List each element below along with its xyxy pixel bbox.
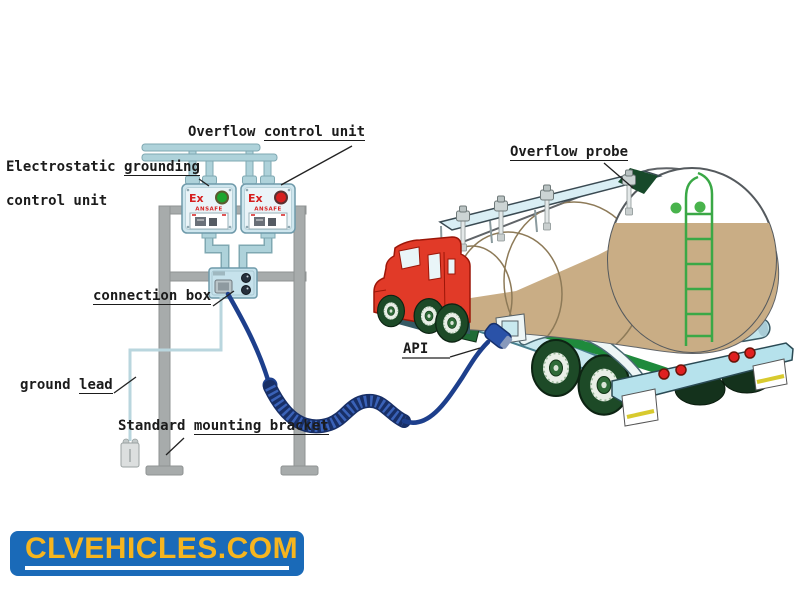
tail-lights [658,347,756,380]
status-led-green [215,190,229,205]
label-text-underlined: mounting bracket [193,418,329,435]
leader-ground-lead [113,376,137,394]
brand-text: ANSAFE [195,207,223,213]
ground-clamp [120,438,140,468]
leader-connection-box [212,290,235,307]
leader-overflow-probe [603,162,634,189]
sleeper-window [447,258,456,275]
api-coupler [484,313,527,349]
box-port [241,285,251,295]
label-text: Standard [118,418,194,434]
label-overflow-control-unit: Overflow control unit [188,124,366,141]
tank-green-dot [670,202,682,214]
label-text-underlined: grounding [124,159,200,176]
label-text: Overflow [188,124,264,140]
label-overflow-probe: Overflow probe [510,144,629,161]
leader-api [449,347,481,358]
label-text: control unit [6,193,108,209]
coil-base [263,380,411,434]
label-electrostatic-grounding-line2: control unit [6,193,107,209]
status-led-red [274,190,288,205]
pipe-drop [245,146,254,179]
label-text: Electrostatic [6,159,125,175]
label-text: ground [20,377,80,393]
pipe-collar [242,175,257,185]
watermark-underline [25,566,289,570]
elbow-conduits [204,233,273,270]
door-window [427,252,442,281]
leader-overflow-control-unit [280,145,353,186]
tank-green-dot [694,201,706,213]
watermark-banner: CLVEHICLES.COM [10,531,304,576]
frame-left-foot [145,465,184,476]
overflow-control-unit-device: Ex ANSAFE [240,183,296,239]
label-api: API [403,341,428,357]
tanker-truck [373,167,794,427]
ex-marking: Ex [189,192,204,205]
pipe-rails [141,143,278,185]
cab-wheel [376,294,406,328]
watermark-text: CLVEHICLES.COM [25,532,299,565]
box-port [241,273,251,283]
cable-lower [401,339,491,425]
pipe-collar [260,175,275,185]
cab-wheel [434,303,470,343]
label-text-underlined: lead [79,377,113,394]
pipe-rail-top [141,143,261,152]
connection-box-device [208,267,258,299]
label-connection-box: connection box [93,288,212,305]
pipe-collar [185,175,200,185]
label-standard-mounting-bracket: Standard mounting bracket [118,418,329,435]
cable-upper [225,291,271,383]
windshield [398,246,421,270]
pipe-rail-bottom [141,153,278,162]
ex-marking: Ex [248,192,263,205]
label-text: API [403,341,429,357]
box-label-chip [213,271,225,276]
truck-cab [373,236,471,343]
trailer-wheel [531,339,581,397]
brand-text: ANSAFE [254,207,282,213]
leader-electrostatic [198,178,210,187]
frame-right-foot [280,465,319,476]
ladder-icon [684,171,714,346]
label-text-underlined: connection box [93,288,212,305]
coiled-cable [225,291,491,434]
label-electrostatic-grounding-line1: Electrostatic grounding [6,159,200,176]
leader-lines [113,145,634,456]
label-ground-lead: ground lead [20,377,113,394]
ground-lead-wire [128,297,223,441]
leader-mounting-bracket [165,437,185,456]
label-text-underlined: control unit [263,124,366,141]
mudflap [621,388,659,427]
label-text-underlined: Overflow probe [510,144,629,161]
grounding-control-unit-device: Ex ANSAFE [181,183,237,239]
